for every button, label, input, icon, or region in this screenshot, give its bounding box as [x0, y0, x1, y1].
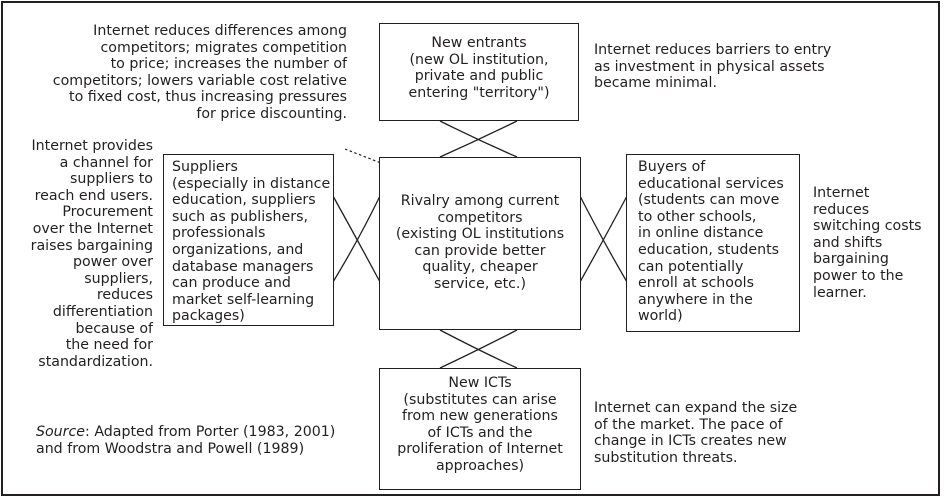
- buyers-text: Buyers of educational services (students…: [638, 159, 784, 325]
- note-buyers: Internet reduces switching costs and shi…: [813, 185, 922, 301]
- note-suppliers: Internet provides a channel for supplier…: [30, 138, 153, 370]
- suppliers-box: Suppliers (especially in distance educat…: [163, 154, 334, 326]
- new-icts-box: New ICTs (substitutes can arise from new…: [379, 368, 581, 490]
- figure-frame: [1, 1, 940, 496]
- note-new-entrants: Internet reduces barriers to entry as in…: [594, 42, 832, 92]
- source-text: : Adapted from Porter (1983, 2001) and f…: [36, 424, 336, 457]
- buyers-box: Buyers of educational services (students…: [626, 154, 800, 332]
- new-entrants-text: New entrants (new OL institution, privat…: [408, 35, 550, 101]
- new-entrants-box: New entrants (new OL institution, privat…: [379, 23, 579, 121]
- suppliers-text: Suppliers (especially in distance educat…: [172, 159, 331, 325]
- new-icts-text: New ICTs (substitutes can arise from new…: [397, 375, 563, 474]
- note-rivalry: Internet reduces differences among compe…: [52, 23, 347, 122]
- rivalry-text: Rivalry among current competitors (exist…: [395, 193, 565, 292]
- source-note: Source: Adapted from Porter (1983, 2001)…: [36, 424, 335, 457]
- note-new-icts: Internet can expand the size of the mark…: [594, 400, 798, 466]
- rivalry-box: Rivalry among current competitors (exist…: [379, 157, 581, 330]
- source-label: Source: [36, 424, 86, 440]
